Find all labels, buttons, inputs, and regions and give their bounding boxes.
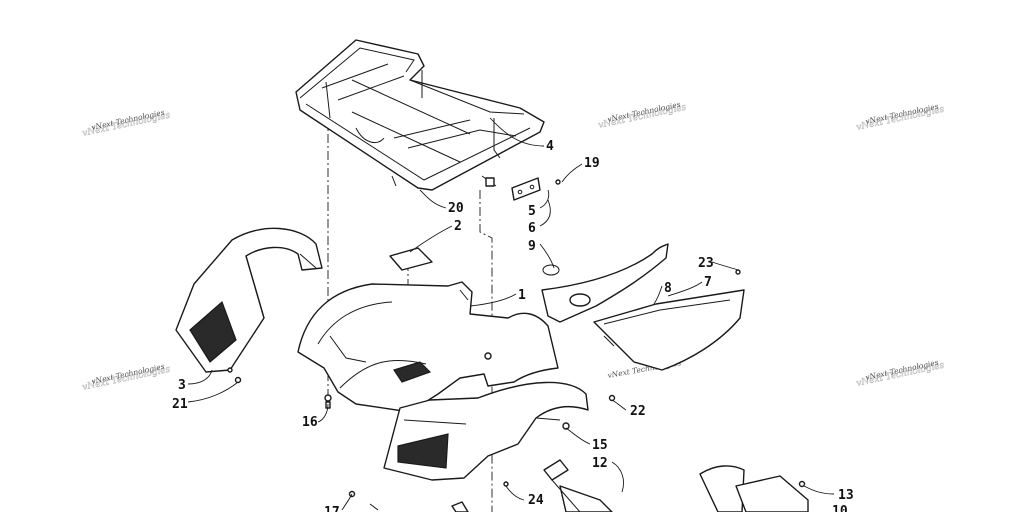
callout-16: 16 xyxy=(302,415,318,430)
callout-8: 8 xyxy=(664,281,672,296)
callout-19: 19 xyxy=(584,156,600,171)
callout-7: 7 xyxy=(704,275,712,290)
callout-3: 3 xyxy=(178,378,186,393)
callout-21: 21 xyxy=(172,397,188,412)
left-rear-fender xyxy=(175,227,323,384)
callout-20: 20 xyxy=(448,201,464,216)
lower-center-assembly xyxy=(543,459,613,512)
callout-15: 15 xyxy=(592,438,608,453)
leader-lines xyxy=(187,117,835,511)
rear-rack xyxy=(295,39,545,191)
callout-17: 17 xyxy=(324,505,340,512)
bracket xyxy=(511,177,541,201)
lower-right-assembly xyxy=(699,465,809,512)
callout-9: 9 xyxy=(528,239,536,254)
side-panel xyxy=(541,243,669,323)
side-trim-panel xyxy=(593,269,745,371)
cover-plate xyxy=(389,247,433,271)
callouts: 4 19 20 5 6 2 9 23 7 8 1 3 21 22 16 15 1… xyxy=(172,139,854,512)
hardware xyxy=(324,179,561,512)
callout-1: 1 xyxy=(518,288,526,303)
callout-23: 23 xyxy=(698,256,714,271)
callout-5: 5 xyxy=(528,204,536,219)
callout-4: 4 xyxy=(546,139,554,154)
callout-10: 10 xyxy=(832,504,848,512)
callout-6: 6 xyxy=(528,221,536,236)
callout-13: 13 xyxy=(838,488,854,503)
callout-2: 2 xyxy=(454,219,462,234)
callout-24: 24 xyxy=(528,493,544,508)
right-rear-fender-lower xyxy=(383,381,616,481)
rear-body-panel xyxy=(297,281,559,413)
callout-12: 12 xyxy=(592,456,608,471)
callout-22: 22 xyxy=(630,404,646,419)
